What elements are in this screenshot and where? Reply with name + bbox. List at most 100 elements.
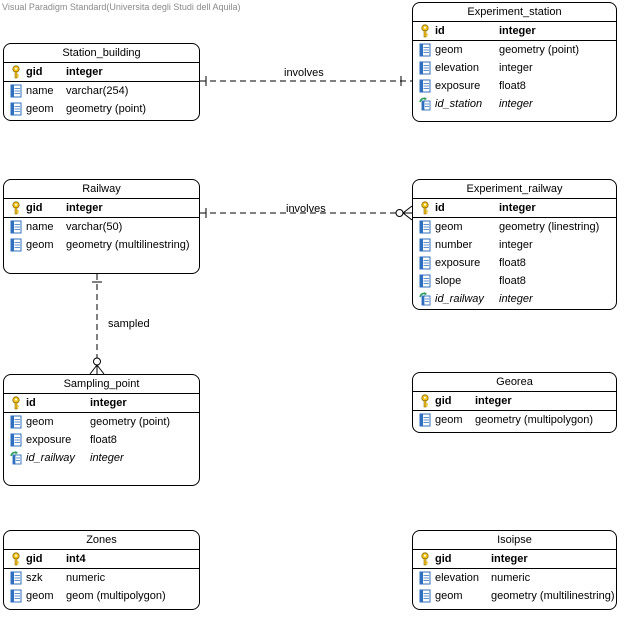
column-icon [419, 61, 431, 75]
column-name: gid [26, 202, 43, 214]
column-row: exposure float8 [4, 431, 199, 449]
column-row-primary-key: id integer [4, 394, 199, 413]
entity-title: Sampling_point [4, 375, 199, 394]
column-type: geom (multipolygon) [66, 590, 166, 602]
column-type: varchar(254) [66, 85, 129, 97]
entity-station-building[interactable]: Station_building gid integer name varcha… [3, 43, 200, 121]
key-icon [10, 201, 22, 215]
column-name: name [26, 85, 54, 97]
column-icon [419, 413, 431, 427]
column-icon [419, 79, 431, 93]
column-type: integer [499, 25, 536, 37]
column-type: numeric [491, 572, 531, 584]
column-row-primary-key: id integer [413, 22, 616, 41]
key-icon [10, 396, 22, 410]
column-icon [10, 589, 22, 603]
column-icon [10, 238, 22, 252]
column-name: gid [26, 553, 43, 565]
entity-sampling-point[interactable]: Sampling_point id integer geom geometry … [3, 374, 200, 486]
column-type: integer [491, 553, 528, 565]
column-row-primary-key: gid integer [413, 392, 616, 411]
entity-georea[interactable]: Georea gid integer geom geometry (multip… [412, 372, 617, 433]
column-type: geometry (point) [90, 416, 171, 428]
column-type: float8 [499, 80, 526, 92]
column-icon [419, 256, 431, 270]
entity-zones[interactable]: Zones gid int4 szk numeric geom geom (mu… [3, 530, 200, 610]
entity-title: Experiment_station [413, 3, 616, 22]
column-type: numeric [66, 572, 106, 584]
column-row-primary-key: gid integer [4, 63, 199, 82]
column-name: gid [435, 395, 452, 407]
relationship-label-railway-sampled: sampled [108, 318, 150, 330]
entity-railway[interactable]: Railway gid integer name varchar(50) geo… [3, 179, 200, 274]
column-row: exposure float8 [413, 254, 616, 272]
key-icon [419, 552, 431, 566]
column-type: float8 [499, 257, 526, 269]
column-icon [10, 415, 22, 429]
entity-isoipse[interactable]: Isoipse gid integer elevation numeric ge… [412, 530, 617, 610]
column-row-primary-key: gid int4 [4, 550, 199, 569]
column-row: geom geometry (point) [4, 100, 199, 118]
column-icon [419, 571, 431, 585]
entity-title: Station_building [4, 44, 199, 63]
entity-title: Experiment_railway [413, 180, 616, 199]
column-type: varchar(50) [66, 221, 123, 233]
column-name: exposure [435, 257, 481, 269]
column-row: slope float8 [413, 272, 616, 290]
column-name: gid [435, 553, 452, 565]
foreign-key-icon [10, 451, 22, 465]
column-type: integer [475, 395, 512, 407]
column-name: id_railway [26, 452, 75, 464]
column-type: integer [499, 98, 533, 110]
column-icon [10, 84, 22, 98]
column-type: integer [499, 239, 533, 251]
foreign-key-icon [419, 97, 431, 111]
relationship-railway-involves [200, 205, 413, 221]
column-type: integer [66, 66, 103, 78]
column-name: geom [435, 414, 463, 426]
column-type: geometry (point) [66, 103, 147, 115]
column-type: integer [66, 202, 103, 214]
relationship-label-station-involves: involves [284, 67, 324, 79]
relationship-railway-sampled [89, 274, 105, 375]
column-type: integer [499, 62, 533, 74]
column-name: geom [435, 221, 463, 233]
column-row: geom geometry (linestring) [413, 218, 616, 236]
column-name: elevation [435, 572, 480, 584]
column-row: elevation numeric [413, 569, 616, 587]
entity-experiment-railway[interactable]: Experiment_railway id integer geom geome… [412, 179, 617, 310]
column-row: geom geometry (point) [4, 413, 199, 431]
column-type: float8 [90, 434, 117, 446]
column-name: szk [26, 572, 43, 584]
column-icon [419, 43, 431, 57]
column-name: geom [26, 590, 54, 602]
column-name: id_railway [435, 293, 484, 305]
column-type: geometry (multipolygon) [475, 414, 593, 426]
column-name: geom [435, 590, 463, 602]
column-row: geom geometry (multipolygon) [413, 411, 616, 429]
column-type: integer [90, 452, 124, 464]
column-name: elevation [435, 62, 480, 74]
column-name: gid [26, 66, 43, 78]
entity-title: Isoipse [413, 531, 616, 550]
column-row-primary-key: gid integer [4, 199, 199, 218]
entity-experiment-station[interactable]: Experiment_station id integer geom geome… [412, 2, 617, 122]
column-row: geom geometry (multilinestring) [4, 236, 199, 254]
column-row: number integer [413, 236, 616, 254]
column-row: elevation integer [413, 59, 616, 77]
column-row: name varchar(254) [4, 82, 199, 100]
column-name: name [26, 221, 54, 233]
column-type: float8 [499, 275, 526, 287]
column-row: geom geometry (multilinestring) [413, 587, 616, 605]
column-type: geometry (multilinestring) [491, 590, 615, 602]
column-type: int4 [66, 553, 86, 565]
column-name: geom [26, 103, 54, 115]
key-icon [419, 24, 431, 38]
column-row-foreign-key: id_railway integer [413, 290, 616, 308]
column-icon [419, 220, 431, 234]
key-icon [10, 65, 22, 79]
column-icon [419, 589, 431, 603]
column-name: id_station [435, 98, 483, 110]
column-name: id [435, 202, 445, 214]
